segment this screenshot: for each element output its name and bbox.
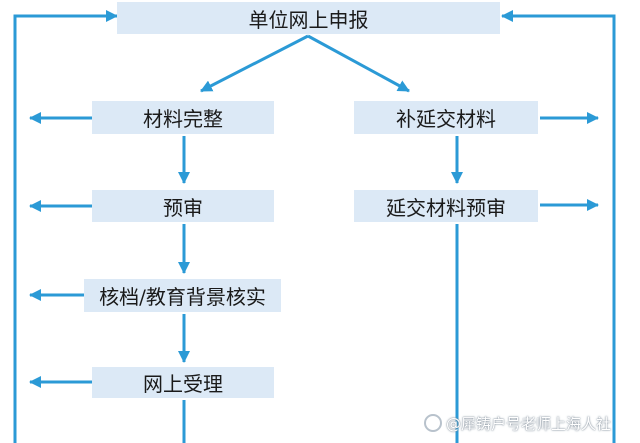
watermark: @犀铸户号老师上海人社 (424, 410, 636, 436)
node-supplement-materials: 补延交材料 (354, 101, 538, 134)
watermark-text: @犀铸户号老师上海人社 (446, 414, 612, 433)
node-materials-complete: 材料完整 (92, 101, 274, 134)
node-online-acceptance: 网上受理 (92, 367, 274, 398)
right-loop-line (501, 10, 616, 443)
left-loop-line (13, 10, 118, 443)
node-late-materials-pre-review: 延交材料预审 (354, 190, 538, 222)
watermark-logo-icon (424, 414, 442, 432)
node-pre-review: 预审 (92, 190, 274, 222)
arrow-to-supplement (307, 34, 410, 93)
arrow-to-materials-complete (200, 34, 309, 93)
node-unit-online-declare: 单位网上申报 (117, 2, 500, 34)
node-verify-education: 核档/教育背景核实 (84, 279, 281, 312)
